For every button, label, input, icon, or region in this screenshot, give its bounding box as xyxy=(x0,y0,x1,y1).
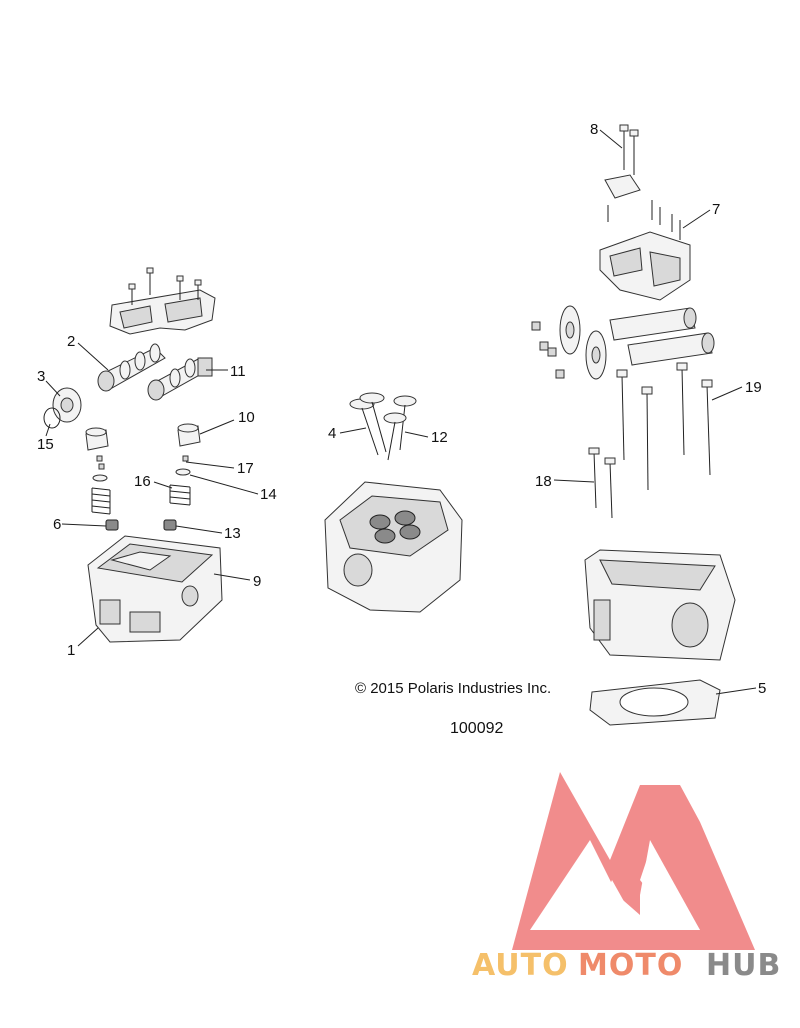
brand-word-hub: HUB xyxy=(706,948,781,983)
callout-14: 14 xyxy=(260,486,277,503)
callout-9: 9 xyxy=(253,573,261,590)
callout-2: 2 xyxy=(67,333,75,350)
valve-stem-seal xyxy=(105,519,177,531)
cylinder-head-right xyxy=(584,549,736,661)
callout-15: 15 xyxy=(37,436,54,453)
callout-1: 1 xyxy=(67,642,75,659)
leader-lines xyxy=(45,129,757,695)
callout-19: 19 xyxy=(745,379,762,396)
callout-18: 18 xyxy=(535,473,552,490)
copyright-notice: © 2015 Polaris Industries Inc. xyxy=(355,680,551,697)
callout-10: 10 xyxy=(238,409,255,426)
retaining-clip xyxy=(43,407,61,429)
valve-keepers xyxy=(96,455,189,470)
brand-word-auto: AUTO xyxy=(472,948,569,983)
tall-bolts xyxy=(619,124,639,175)
valve-retainer xyxy=(92,468,191,482)
cylinder-head-center xyxy=(324,481,463,613)
automotohub-logo xyxy=(512,772,755,950)
valve-spring xyxy=(91,484,191,515)
camshafts-right xyxy=(609,307,715,366)
callout-8: 8 xyxy=(590,121,598,138)
cylinder-head-bolts-short xyxy=(588,447,616,519)
intake-valves xyxy=(349,392,387,456)
callout-4: 4 xyxy=(328,425,336,442)
cylinder-head-bolts-long xyxy=(616,362,713,491)
carrier-bolts xyxy=(607,200,681,240)
camshaft-carrier-right xyxy=(599,231,691,301)
cam-chain-guide-bracket xyxy=(604,174,641,199)
cylinder-head-left xyxy=(87,535,223,643)
callout-7: 7 xyxy=(712,201,720,218)
sprocket-bolts xyxy=(531,321,565,379)
callout-11: 11 xyxy=(230,363,246,380)
brand-word-moto: MOTO xyxy=(578,948,683,983)
exhaust-valves xyxy=(383,395,417,461)
cam-sprocket-small xyxy=(52,387,82,423)
callout-6: 6 xyxy=(53,516,61,533)
head-gasket xyxy=(589,679,721,726)
callout-16: 16 xyxy=(134,473,151,490)
camshaft-intake xyxy=(97,343,166,392)
automotohub-wordmark: AUTO MOTO HUB xyxy=(472,948,781,983)
camshaft-carrier-left xyxy=(109,267,216,335)
diagram-part-number: 100092 xyxy=(450,720,503,737)
callout-13: 13 xyxy=(224,525,241,542)
callout-5: 5 xyxy=(758,680,766,697)
valve-tappet xyxy=(85,423,201,451)
camshaft-exhaust xyxy=(147,357,213,401)
callout-3: 3 xyxy=(37,368,45,385)
cam-sprocket-large xyxy=(559,305,607,380)
callout-17: 17 xyxy=(237,460,254,477)
callout-12: 12 xyxy=(431,429,448,446)
